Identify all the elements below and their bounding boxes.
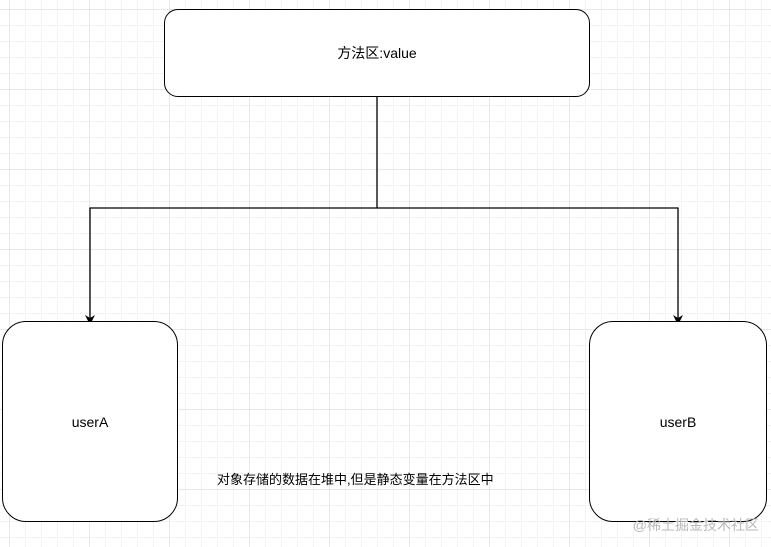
watermark: @稀土掘金技术社区 bbox=[632, 517, 759, 533]
user-b-label: userB bbox=[659, 413, 697, 430]
method-area-label: 方法区:value bbox=[337, 45, 417, 61]
user-b-node[interactable]: userB bbox=[589, 321, 767, 522]
connector-to-user-b bbox=[377, 207, 683, 325]
annotation-text: 对象存储的数据在堆中,但是静态变量在方法区中 bbox=[217, 472, 494, 487]
user-a-label: userA bbox=[71, 413, 109, 430]
user-a-node[interactable]: userA bbox=[2, 321, 178, 522]
method-area-node[interactable]: 方法区:value bbox=[164, 9, 590, 97]
connector-to-user-a bbox=[85, 207, 377, 325]
